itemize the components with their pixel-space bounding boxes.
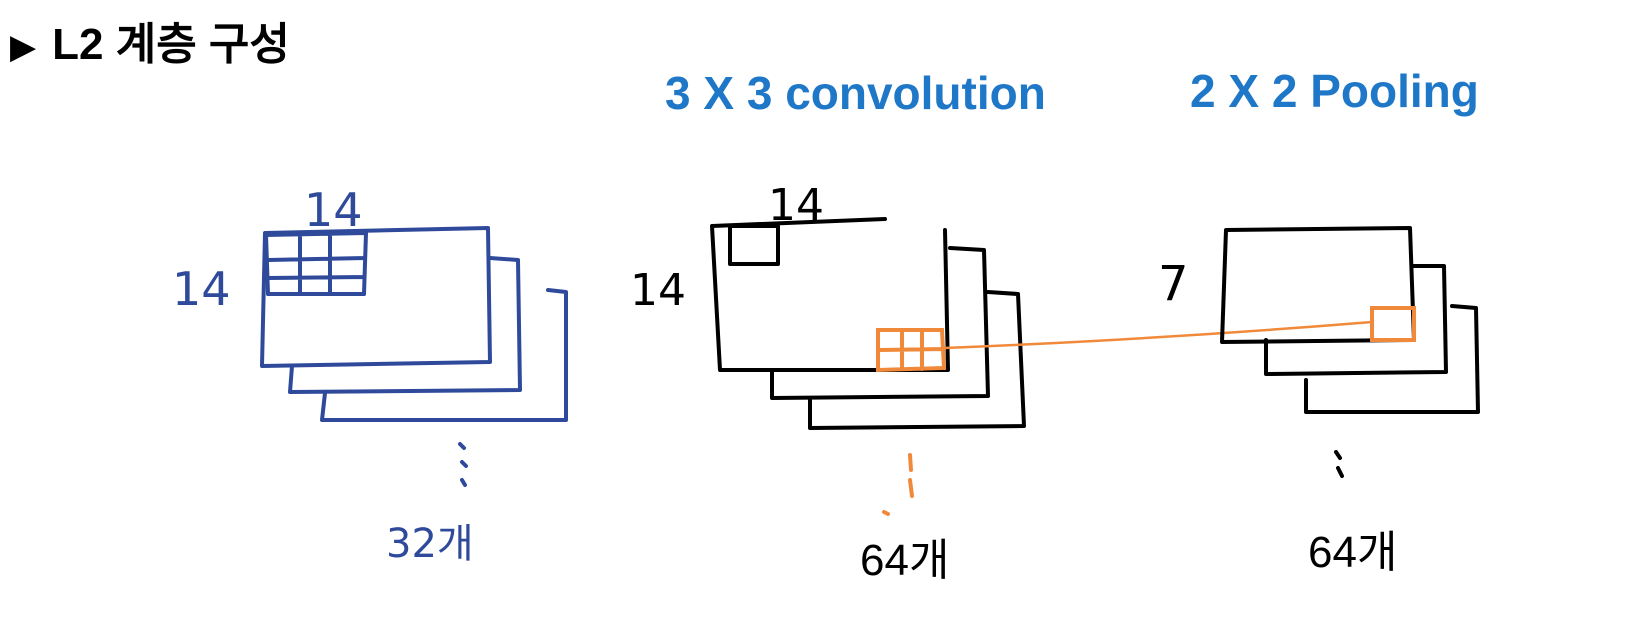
conv-map-back xyxy=(808,290,1026,430)
conv-map-front xyxy=(710,217,950,372)
conv-count-label: 64개 xyxy=(860,536,950,585)
pool-map-front xyxy=(1220,226,1416,344)
pool-feature-maps xyxy=(1220,226,1480,478)
conv-map-middle xyxy=(770,246,990,400)
pooling-connector xyxy=(943,320,1373,350)
page-title: ▶ L2 계층 구성 xyxy=(10,8,290,72)
input-map-back xyxy=(320,288,568,422)
conv-width-label: 14 xyxy=(768,180,824,231)
pool-stage-title: 2 X 2 Pooling xyxy=(1190,65,1479,117)
pool-map-back xyxy=(1304,304,1480,414)
input-height-label: 14 xyxy=(172,262,231,316)
input-width-label: 14 xyxy=(304,183,363,237)
conv-stage-title: 3 X 3 convolution xyxy=(665,67,1046,119)
input-feature-maps xyxy=(260,226,568,487)
pool-dots-icon xyxy=(1334,450,1344,478)
conv-kernel-grid xyxy=(876,328,947,516)
pool-size-label: 7 xyxy=(1158,256,1189,312)
conv-dots-icon xyxy=(882,453,914,516)
conv-feature-maps xyxy=(710,217,1026,430)
triangle-bullet-icon: ▶ xyxy=(10,28,37,67)
dots-icon xyxy=(458,442,468,487)
input-kernel-grid xyxy=(264,231,368,296)
input-map-middle xyxy=(288,256,522,394)
pool-count-label: 64개 xyxy=(1308,528,1398,577)
pool-map-middle xyxy=(1264,264,1448,376)
page-title-text: L2 계층 구성 xyxy=(52,20,290,69)
conv-small-square xyxy=(728,224,780,266)
pool-output-cell xyxy=(1370,306,1416,342)
input-count-label: 32개 xyxy=(386,521,474,567)
input-map-front xyxy=(260,226,492,368)
conv-height-label: 14 xyxy=(630,265,686,316)
